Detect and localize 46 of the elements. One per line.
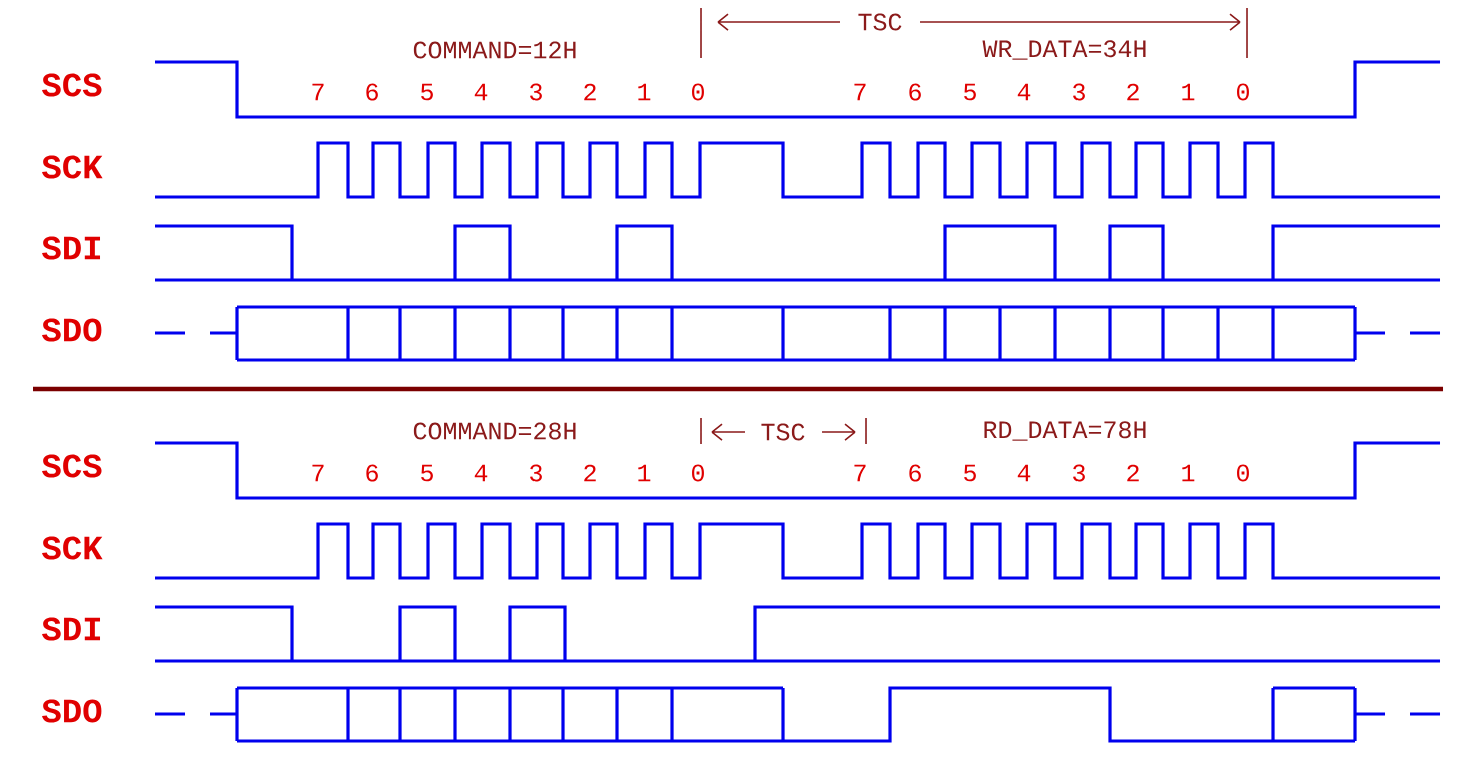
bit-number: 0 <box>1237 464 1249 482</box>
interval-label: TSC <box>761 423 805 441</box>
bit-number: 6 <box>366 464 378 482</box>
signal-name: SCS <box>42 73 102 97</box>
bit-number: 5 <box>964 464 976 482</box>
bit-number: 1 <box>638 83 651 101</box>
bit-number: 1 <box>638 464 651 482</box>
bit-number: 2 <box>1127 464 1139 482</box>
bit-number: 7 <box>854 464 866 482</box>
bit-number: 0 <box>692 464 704 482</box>
signal-name: SCK <box>42 536 103 560</box>
bit-number: 0 <box>1237 83 1249 101</box>
bit-number: 1 <box>1182 464 1195 482</box>
bit-number: 1 <box>1182 83 1195 101</box>
bit-number: 4 <box>1017 83 1031 101</box>
field-label: WR_DATA=34H <box>982 40 1146 60</box>
bit-number: 4 <box>474 83 488 101</box>
signal-name: SCS <box>42 454 102 478</box>
signal-name: SDI <box>42 617 100 641</box>
bit-number: 4 <box>1017 464 1031 482</box>
signal-name: SDO <box>42 318 102 342</box>
bit-number: 3 <box>1073 464 1085 482</box>
bit-number: 7 <box>312 464 324 482</box>
signal-name: SDO <box>42 699 102 723</box>
bit-number: 5 <box>421 83 433 101</box>
bit-number: 6 <box>366 83 378 101</box>
bit-number: 0 <box>692 83 704 101</box>
bit-number: 3 <box>1073 83 1085 101</box>
field-label: RD_DATA=78H <box>984 421 1146 441</box>
field-label: COMMAND=28H <box>413 422 576 440</box>
bit-number: 5 <box>421 464 433 482</box>
bit-number: 3 <box>530 464 542 482</box>
bit-number: 2 <box>584 83 596 101</box>
field-label: COMMAND=12H <box>413 41 576 59</box>
bit-number: 7 <box>854 83 866 101</box>
bit-number: 6 <box>909 464 921 482</box>
interval-label: TSC <box>858 13 902 31</box>
signal-name: SCK <box>42 155 103 179</box>
bit-number: 4 <box>474 464 488 482</box>
bit-number: 6 <box>909 83 921 101</box>
bit-number: 5 <box>964 83 976 101</box>
bit-number: 2 <box>584 464 596 482</box>
bit-number: 7 <box>312 83 324 101</box>
bit-number: 2 <box>1127 83 1139 101</box>
bit-number: 3 <box>530 83 542 101</box>
signal-name: SDI <box>42 236 100 260</box>
